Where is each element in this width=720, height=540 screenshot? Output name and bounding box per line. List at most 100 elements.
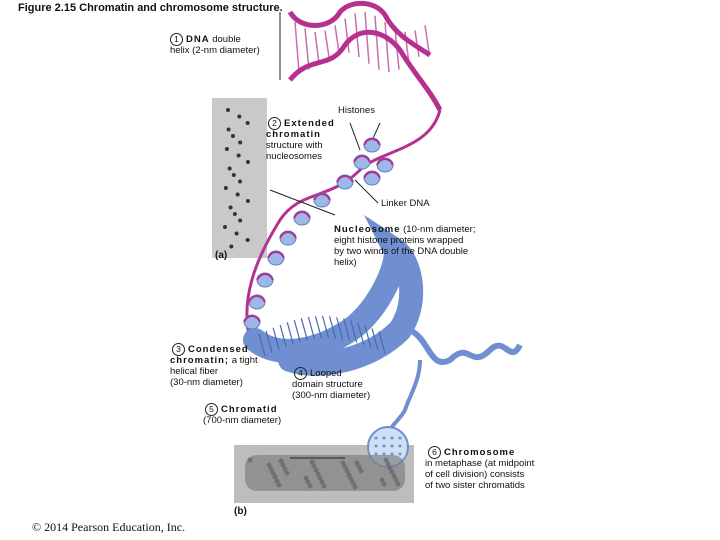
step-6-desc3: of two sister chromatids xyxy=(425,480,525,491)
nucleosome-desc3: by two winds of the DNA double xyxy=(334,246,469,257)
chromosome-texture xyxy=(305,479,311,485)
micrograph-speck xyxy=(231,173,236,177)
chromosome-texture xyxy=(270,470,276,476)
step-2-name2: chromatin xyxy=(266,129,321,140)
chromosome-texture xyxy=(321,483,327,489)
condensed-fiber xyxy=(243,215,424,376)
fiber-ridge xyxy=(293,319,301,343)
fiber-ridge xyxy=(279,324,287,348)
chromosome-texture xyxy=(272,474,278,480)
magnifier-texture xyxy=(390,444,394,448)
step-4-name: Looped xyxy=(310,368,342,380)
micrograph-speck xyxy=(245,121,250,125)
step-1-number: 1 xyxy=(170,33,183,46)
copyright-credit: © 2014 Pearson Education, Inc. xyxy=(32,520,186,534)
fiber-ridge xyxy=(378,331,386,354)
micrograph-speck xyxy=(234,231,239,236)
micrograph-speck xyxy=(228,205,233,210)
step-4-number: 4 xyxy=(294,367,307,380)
micrograph-speck xyxy=(229,244,234,249)
chromosome-texture xyxy=(354,460,360,466)
magnifier-texture xyxy=(390,436,394,440)
chromosome-texture xyxy=(303,475,309,481)
chromosome-texture xyxy=(284,470,290,476)
micrograph-speck xyxy=(238,179,243,184)
step-4-desc: domain structure xyxy=(292,379,363,390)
chromosome-texture xyxy=(344,468,350,474)
panel-b-label: (b) xyxy=(234,506,247,517)
micrograph-speck xyxy=(245,199,250,203)
dna-wrap xyxy=(376,158,394,166)
dna-strand-2 xyxy=(288,29,443,112)
micrograph-speck xyxy=(245,160,250,164)
chromosome-texture xyxy=(282,466,288,472)
dna-base-pair xyxy=(424,25,430,53)
histones-label: Histones xyxy=(338,105,375,116)
chromosome-texture xyxy=(311,463,317,469)
fiber-ridge xyxy=(321,315,330,339)
micrograph-a xyxy=(212,98,267,258)
micrograph-speck xyxy=(222,225,227,229)
chromosome-texture xyxy=(317,475,323,481)
step-5-name: Chromatid xyxy=(221,404,278,416)
linker-dna-strand xyxy=(245,109,442,341)
dna-base-pair xyxy=(324,30,330,58)
micrograph-speck xyxy=(226,127,231,132)
chromosome-texture xyxy=(315,471,321,477)
step-1-desc2: helix (2-nm diameter) xyxy=(170,45,260,56)
micrograph-speck xyxy=(235,192,240,197)
magnifier-texture xyxy=(398,444,402,448)
fiber-ridge xyxy=(258,333,266,357)
chromosome-texture xyxy=(391,473,397,479)
micrograph-speck xyxy=(238,218,243,223)
chromosome-texture xyxy=(352,484,358,490)
chromosome-texture xyxy=(319,479,325,485)
fiber-ridge xyxy=(343,318,351,341)
dna-base-pair xyxy=(394,28,400,70)
panel-a-label: (a) xyxy=(215,250,228,261)
step-3-desc2: helical fiber xyxy=(170,366,219,377)
chromosome-texture xyxy=(268,466,274,472)
chromosome-texture xyxy=(383,457,389,463)
step-6-desc2: of cell division) consists xyxy=(425,469,525,480)
chromosome-texture xyxy=(278,458,284,464)
step-4-desc2: (300-nm diameter) xyxy=(292,390,371,401)
fiber-ridge xyxy=(300,318,308,341)
step-2-desc2: nucleosomes xyxy=(266,151,322,162)
fiber-ridge xyxy=(272,327,280,350)
dna-wrap xyxy=(363,138,381,146)
fiber-ridge xyxy=(350,320,358,343)
fiber-ridge xyxy=(364,325,372,348)
step-1-name: DNA xyxy=(186,34,210,46)
chromosome-texture xyxy=(266,462,272,468)
micrograph-speck xyxy=(238,140,243,145)
magnifier-texture xyxy=(374,452,378,456)
fiber-ridge xyxy=(265,330,273,353)
chromosome-texture xyxy=(280,462,286,468)
micrograph-speck xyxy=(224,147,229,151)
dna-wrap xyxy=(248,295,266,303)
dna-wrap xyxy=(353,155,371,163)
dna-strand-1 xyxy=(287,0,432,58)
chromosome-texture xyxy=(309,459,315,465)
chromosome-texture xyxy=(385,461,391,467)
dna-base-pair xyxy=(304,28,310,70)
dna-base-pair xyxy=(294,21,300,73)
dna-base-pair xyxy=(414,30,420,57)
fiber-ridge xyxy=(357,322,365,345)
dna-wrap xyxy=(256,273,274,281)
chromosome-texture xyxy=(358,468,364,474)
chromosome-texture xyxy=(381,481,387,487)
chromosome-texture xyxy=(247,457,253,463)
dna-wrap xyxy=(279,231,297,239)
chromosome-texture xyxy=(387,465,393,471)
step-5-number: 5 xyxy=(205,403,218,416)
magnifier-texture xyxy=(382,436,386,440)
dna-base-pair xyxy=(314,31,320,64)
micrograph-speck xyxy=(232,212,237,216)
